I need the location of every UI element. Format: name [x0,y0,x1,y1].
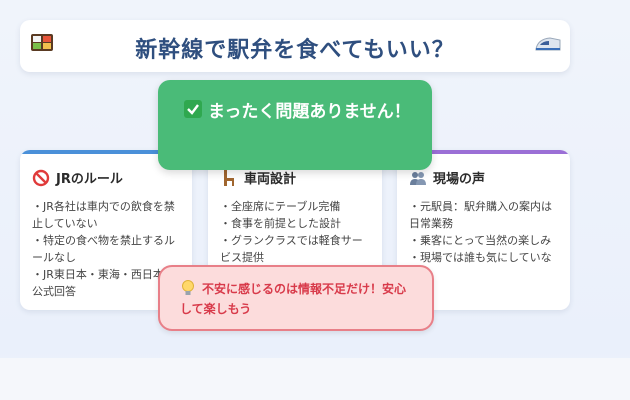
tip-message: 不安に感じるのは情報不足だけ！安心して楽しもう [180,282,407,316]
lightbulb-icon [182,280,194,295]
list-item: ・元駅員：駅弁購入の案内は日常業務 [409,200,552,230]
card-title: JRのルール [56,172,123,187]
chair-icon [224,169,234,186]
list-item: ・食事を前提とした設計 [220,217,341,230]
bento-icon [31,34,53,51]
title-bar: 新幹線で駅弁を食べてもいい？ [20,20,570,72]
tip-popup: 不安に感じるのは情報不足だけ！安心して楽しもう [158,265,434,331]
card-title: 現場の声 [433,172,486,187]
prohibited-icon [32,169,50,186]
card-list: ・全座席にテーブル完備 ・食事を前提とした設計 ・グランクラスでは軽食サービス提… [220,198,372,266]
card-list: ・元駅員：駅弁購入の案内は日常業務 ・乗客にとって当然の楽しみ ・現場では誰も気… [409,198,560,283]
list-item: ・全座席にテーブル完備 [220,200,341,213]
ok-popup: まったく問題ありません！ [158,80,432,170]
list-item: ・特定の食べ物を禁止するルールなし [32,234,175,264]
bottom-band [0,358,630,400]
list-item: ・グランクラスでは軽食サービス提供 [220,234,363,264]
card-accent-bar [20,150,192,154]
people-icon [410,171,426,185]
list-item: ・JR東日本・東海・西日本が公式回答 [32,268,175,298]
card-accent-bar [397,150,570,154]
card-title: 車両設計 [244,172,297,187]
list-item: ・乗客にとって当然の楽しみ [409,234,552,247]
card-list: ・JR各社は車内での飲食を禁止していない ・特定の食べ物を禁止するルールなし ・… [32,198,182,300]
page-title: 新幹線で駅弁を食べてもいい？ [135,38,455,63]
list-item: ・JR各社は車内での飲食を禁止していない [32,200,175,230]
check-icon [184,100,202,118]
bullet-train-icon [535,37,561,51]
card-jr-rules: JRのルール ・JR各社は車内での飲食を禁止していない ・特定の食べ物を禁止する… [20,150,192,310]
ok-message: まったく問題ありません！ [208,102,411,122]
